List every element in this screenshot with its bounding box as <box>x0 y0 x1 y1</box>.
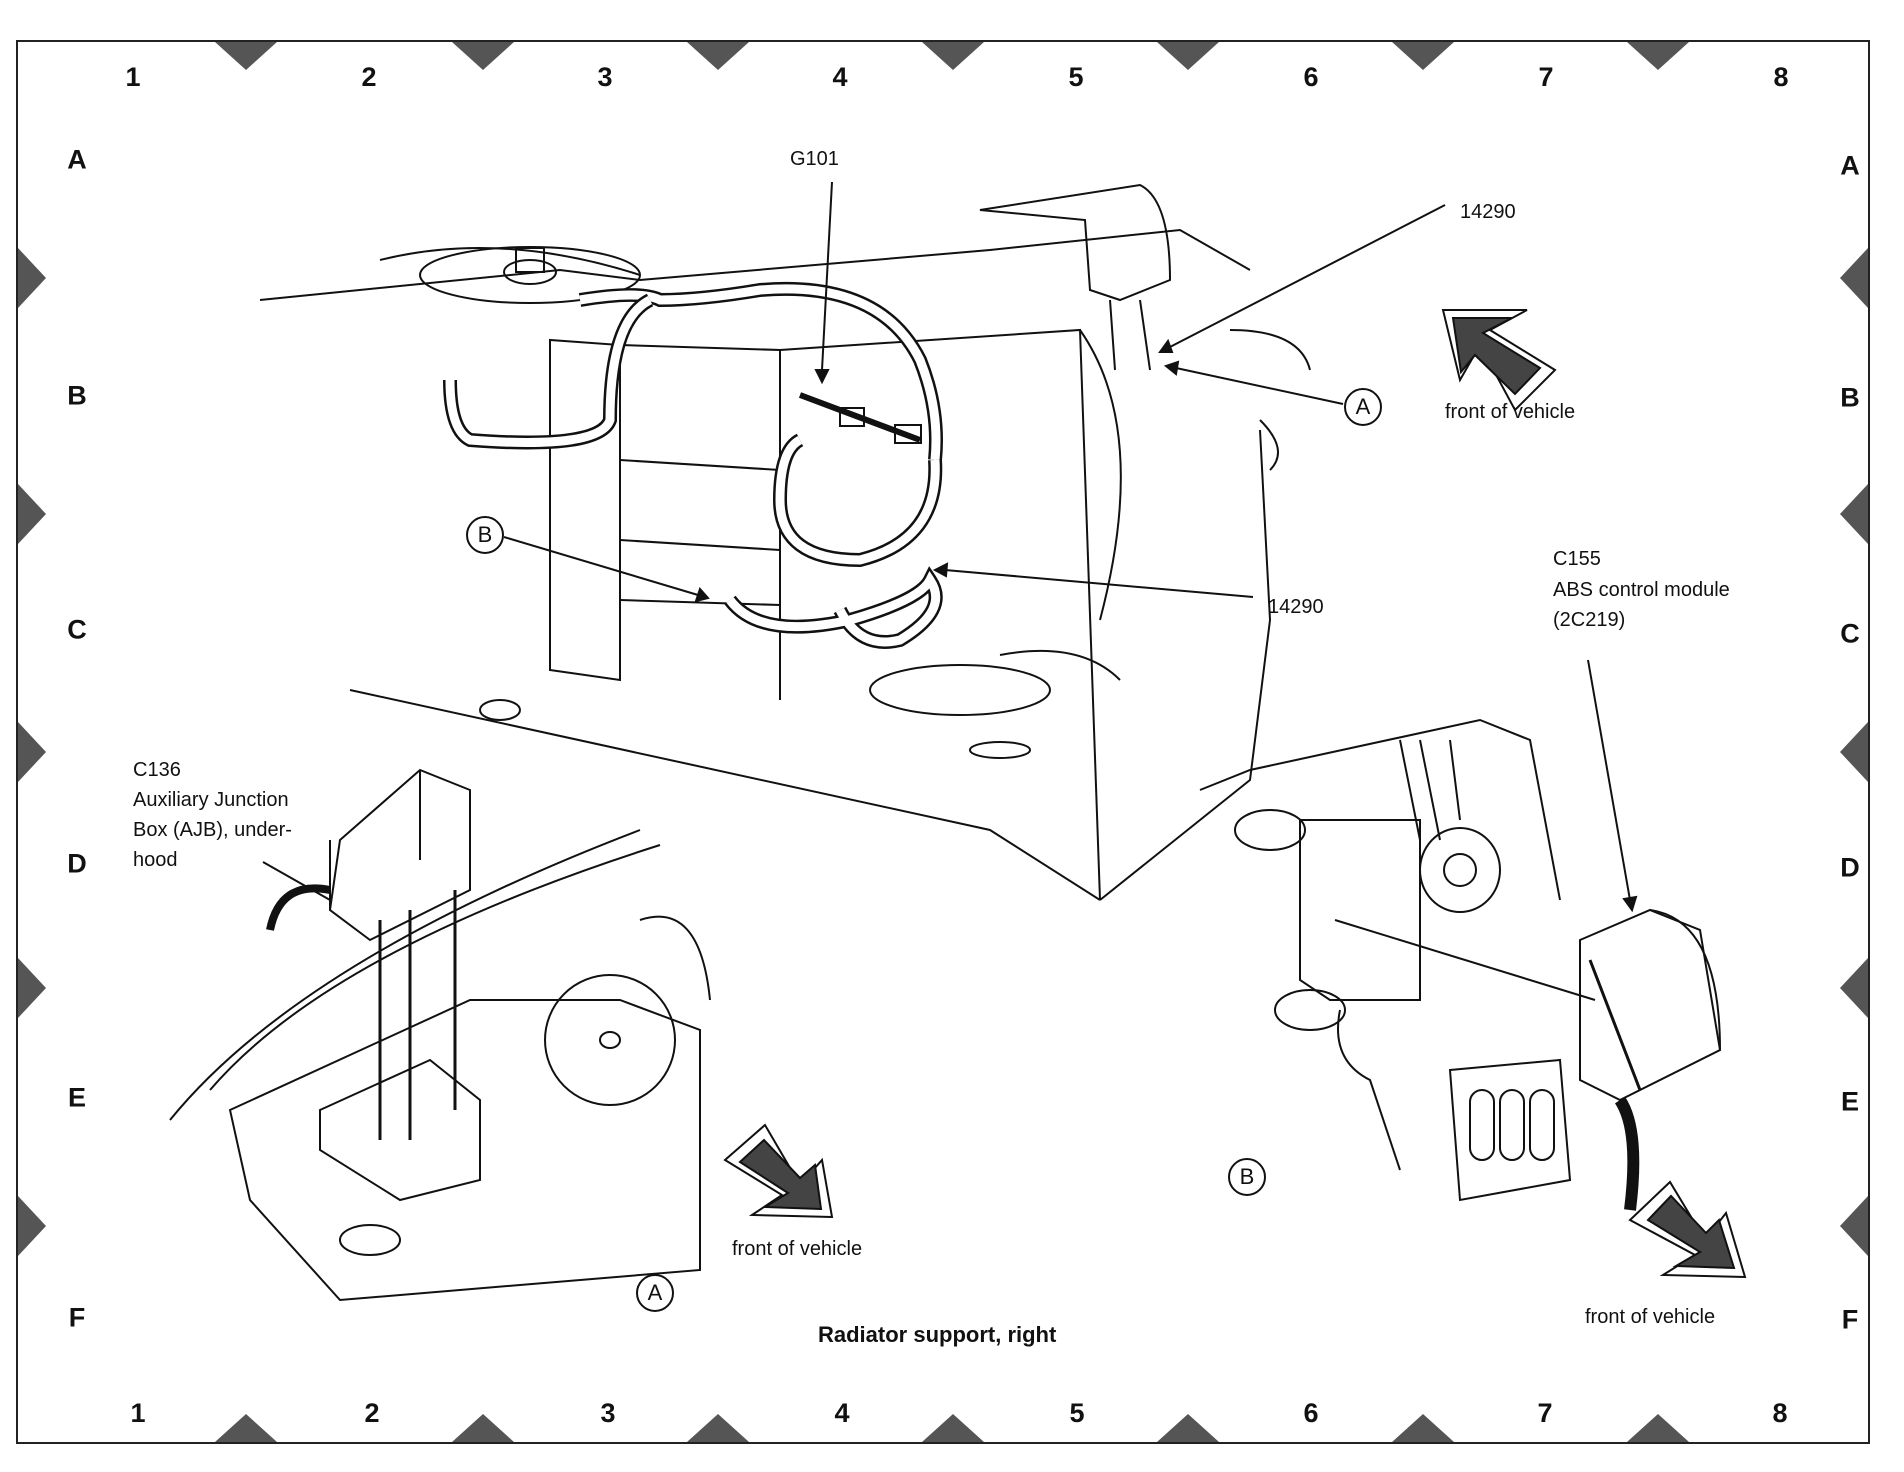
grid-column-label: 2 <box>361 62 377 92</box>
grid-column-label: 1 <box>130 1398 146 1428</box>
grid-column-label: 1 <box>125 62 141 92</box>
grid-row-label: E <box>67 1082 86 1113</box>
grid-row-label: C <box>67 614 87 645</box>
callout-a-top: A <box>1344 388 1382 426</box>
grid-column-label: 5 <box>1069 1398 1085 1428</box>
grid-row-label: E <box>1840 1086 1859 1117</box>
grid-row-label: B <box>1840 382 1860 413</box>
label-c155-name: ABS control module <box>1553 579 1730 601</box>
label-g101: G101 <box>790 148 839 170</box>
abs-module-view <box>1199 718 1722 1211</box>
grid-column-label: 8 <box>1773 62 1789 92</box>
label-front-of-vehicle-left: front of vehicle <box>732 1238 863 1260</box>
grid-row-label: A <box>67 144 87 175</box>
label-14290-top: 14290 <box>1460 201 1516 223</box>
grid-column-label: 3 <box>600 1398 616 1428</box>
grid-column-label: 7 <box>1538 62 1554 92</box>
grid-row-label: D <box>1840 852 1860 883</box>
leader-lines <box>262 181 1638 1001</box>
diagram-title: Radiator support, right <box>818 1322 1057 1347</box>
grid-column-label: 3 <box>597 62 613 92</box>
label-c136-line1: Auxiliary Junction <box>133 789 289 811</box>
junction-box-view <box>169 768 711 1302</box>
grid-column-label: 4 <box>834 1398 850 1428</box>
label-c155-code: C155 <box>1553 548 1601 570</box>
label-front-of-vehicle-right: front of vehicle <box>1585 1306 1716 1328</box>
grid-column-label: 5 <box>1068 62 1084 92</box>
grid-row-label: C <box>1840 618 1860 649</box>
registration-markers <box>18 42 1868 1442</box>
grid-row-label: B <box>67 380 87 411</box>
grid-row-label: A <box>1840 150 1860 181</box>
grid-column-label: 8 <box>1772 1398 1788 1428</box>
radiator-support-main-view <box>259 183 1311 901</box>
callout-b-bottom: B <box>1228 1158 1266 1196</box>
grid-row-label: D <box>67 848 87 879</box>
grid-column-label: 7 <box>1537 1398 1553 1428</box>
direction-arrow-icon <box>723 309 1747 1279</box>
label-c136-code: C136 <box>133 759 181 781</box>
label-c136-line3: hood <box>133 849 178 871</box>
grid-column-label: 6 <box>1303 1398 1319 1428</box>
diagram-frame <box>16 40 1870 1444</box>
label-14290-mid: 14290 <box>1268 596 1324 618</box>
grid-column-label: 6 <box>1303 62 1319 92</box>
callout-b-top: B <box>466 516 504 554</box>
grid-row-label: F <box>1841 1304 1859 1335</box>
label-front-of-vehicle-top: front of vehicle <box>1445 401 1576 423</box>
callout-a-bottom: A <box>636 1274 674 1312</box>
grid-column-label: 4 <box>832 62 848 92</box>
grid-row-label: F <box>68 1302 86 1333</box>
label-c136-line2: Box (AJB), under- <box>133 819 292 841</box>
label-c155-part: (2C219) <box>1553 609 1626 631</box>
grid-column-label: 2 <box>364 1398 380 1428</box>
